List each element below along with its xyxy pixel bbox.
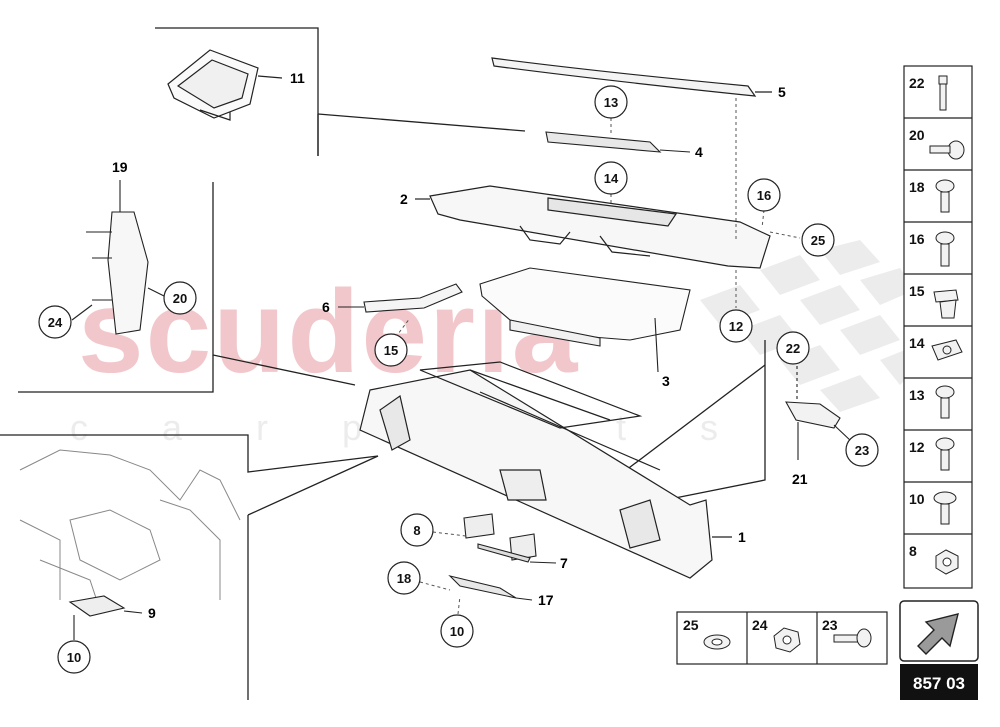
label-6: 6 xyxy=(322,299,330,315)
next-page-arrow-button[interactable] xyxy=(899,600,979,662)
callout-15 xyxy=(374,333,408,367)
label-7: 7 xyxy=(560,555,568,571)
sidebar-label-13: 13 xyxy=(909,387,925,403)
label-5: 5 xyxy=(778,84,786,100)
callout-13 xyxy=(594,85,628,119)
fastener-16-icon xyxy=(935,231,955,267)
checker-watermark xyxy=(700,240,915,412)
callout-23 xyxy=(845,433,879,467)
callout-24 xyxy=(38,305,72,339)
callout-22 xyxy=(776,331,810,365)
label-3: 3 xyxy=(662,373,670,389)
sidebar-label-14: 14 xyxy=(909,335,925,351)
part-7-clip-set xyxy=(463,513,557,564)
part-19-bracket xyxy=(71,180,169,335)
inset-lower-left-assembly xyxy=(19,449,241,611)
leader-lines xyxy=(391,98,801,615)
callout-13-text: 13 xyxy=(604,95,618,110)
sidebar-label-15: 15 xyxy=(909,283,925,299)
part-5-dash-top-strip xyxy=(491,57,772,97)
callout-10a xyxy=(57,640,91,674)
callout-25 xyxy=(801,223,835,257)
callout-10b-text: 10 xyxy=(450,624,464,639)
callout-20 xyxy=(163,281,197,315)
callout-14 xyxy=(594,161,628,195)
fastener-sidebar: 22 20 18 16 15 14 13 12 10 8 xyxy=(903,65,973,589)
sidebar-label-10: 10 xyxy=(909,491,925,507)
callout-18-text: 18 xyxy=(397,571,411,586)
panel-frames xyxy=(0,27,766,700)
callout-8 xyxy=(400,513,434,547)
sidebar-label-18: 18 xyxy=(909,179,925,195)
callout-23-text: 23 xyxy=(855,443,869,458)
label-19: 19 xyxy=(112,159,128,175)
callout-14-text: 14 xyxy=(604,171,619,186)
callout-16 xyxy=(747,178,781,212)
nut-24-icon xyxy=(773,627,801,653)
part-17-clip xyxy=(448,575,533,601)
part-3-lower-carrier xyxy=(479,267,691,373)
label-2: 2 xyxy=(400,191,408,207)
callout-22-text: 22 xyxy=(786,341,800,356)
part-9-pad xyxy=(68,595,143,640)
bottom-label-25: 25 xyxy=(683,617,699,633)
callout-12-text: 12 xyxy=(729,319,743,334)
fastener-15-icon xyxy=(933,289,959,319)
part-21-small-bracket xyxy=(785,360,853,460)
callout-16-text: 16 xyxy=(757,188,771,203)
label-11: 11 xyxy=(290,70,305,86)
callout-20-text: 20 xyxy=(173,291,187,306)
sidebar-label-22: 22 xyxy=(909,75,925,91)
washer-25-icon xyxy=(703,634,731,650)
fastener-12-icon xyxy=(935,437,955,471)
arrow-icon xyxy=(917,613,959,655)
label-1: 1 xyxy=(738,529,746,545)
callout-10a-text: 10 xyxy=(67,650,81,665)
diagram-code: 857 03 xyxy=(913,674,965,693)
bottom-label-24: 24 xyxy=(752,617,768,633)
callout-numbers: 13 14 16 25 12 22 23 20 24 15 8 18 10 10 xyxy=(48,95,869,665)
callout-12 xyxy=(719,309,753,343)
part-2-dashboard-carrier xyxy=(415,185,771,269)
callout-24-text: 24 xyxy=(48,315,63,330)
fastener-10-icon xyxy=(933,491,957,525)
diagram-code-badge: 857 03 xyxy=(900,664,978,700)
label-17: 17 xyxy=(538,592,554,608)
callout-15-text: 15 xyxy=(384,343,398,358)
label-21: 21 xyxy=(792,471,808,487)
label-9: 9 xyxy=(148,605,156,621)
fastener-14-icon xyxy=(931,339,963,361)
part-11-trim-insert xyxy=(167,49,283,121)
sidebar-label-12: 12 xyxy=(909,439,925,455)
bottom-label-23: 23 xyxy=(822,617,838,633)
sidebar-label-20: 20 xyxy=(909,127,925,143)
callout-10b xyxy=(440,614,474,648)
fastener-8-icon xyxy=(935,549,959,575)
part-6-air-duct xyxy=(338,283,463,313)
fastener-13-icon xyxy=(935,385,955,419)
callout-18 xyxy=(387,561,421,595)
label-4: 4 xyxy=(695,144,703,160)
callout-25-text: 25 xyxy=(811,233,825,248)
part-4-vent-strip xyxy=(545,131,691,153)
fastener-22-icon xyxy=(938,75,948,111)
bolt-23-icon xyxy=(833,628,872,648)
fastener-20-icon xyxy=(929,140,965,160)
fastener-18-icon xyxy=(935,179,955,213)
part-1-cross-car-beam xyxy=(359,361,732,579)
sidebar-label-8: 8 xyxy=(909,543,917,559)
bottom-parts-row: 25 24 23 xyxy=(676,611,888,665)
callout-8-text: 8 xyxy=(413,523,420,538)
sidebar-label-16: 16 xyxy=(909,231,925,247)
callout-circles xyxy=(38,85,879,674)
